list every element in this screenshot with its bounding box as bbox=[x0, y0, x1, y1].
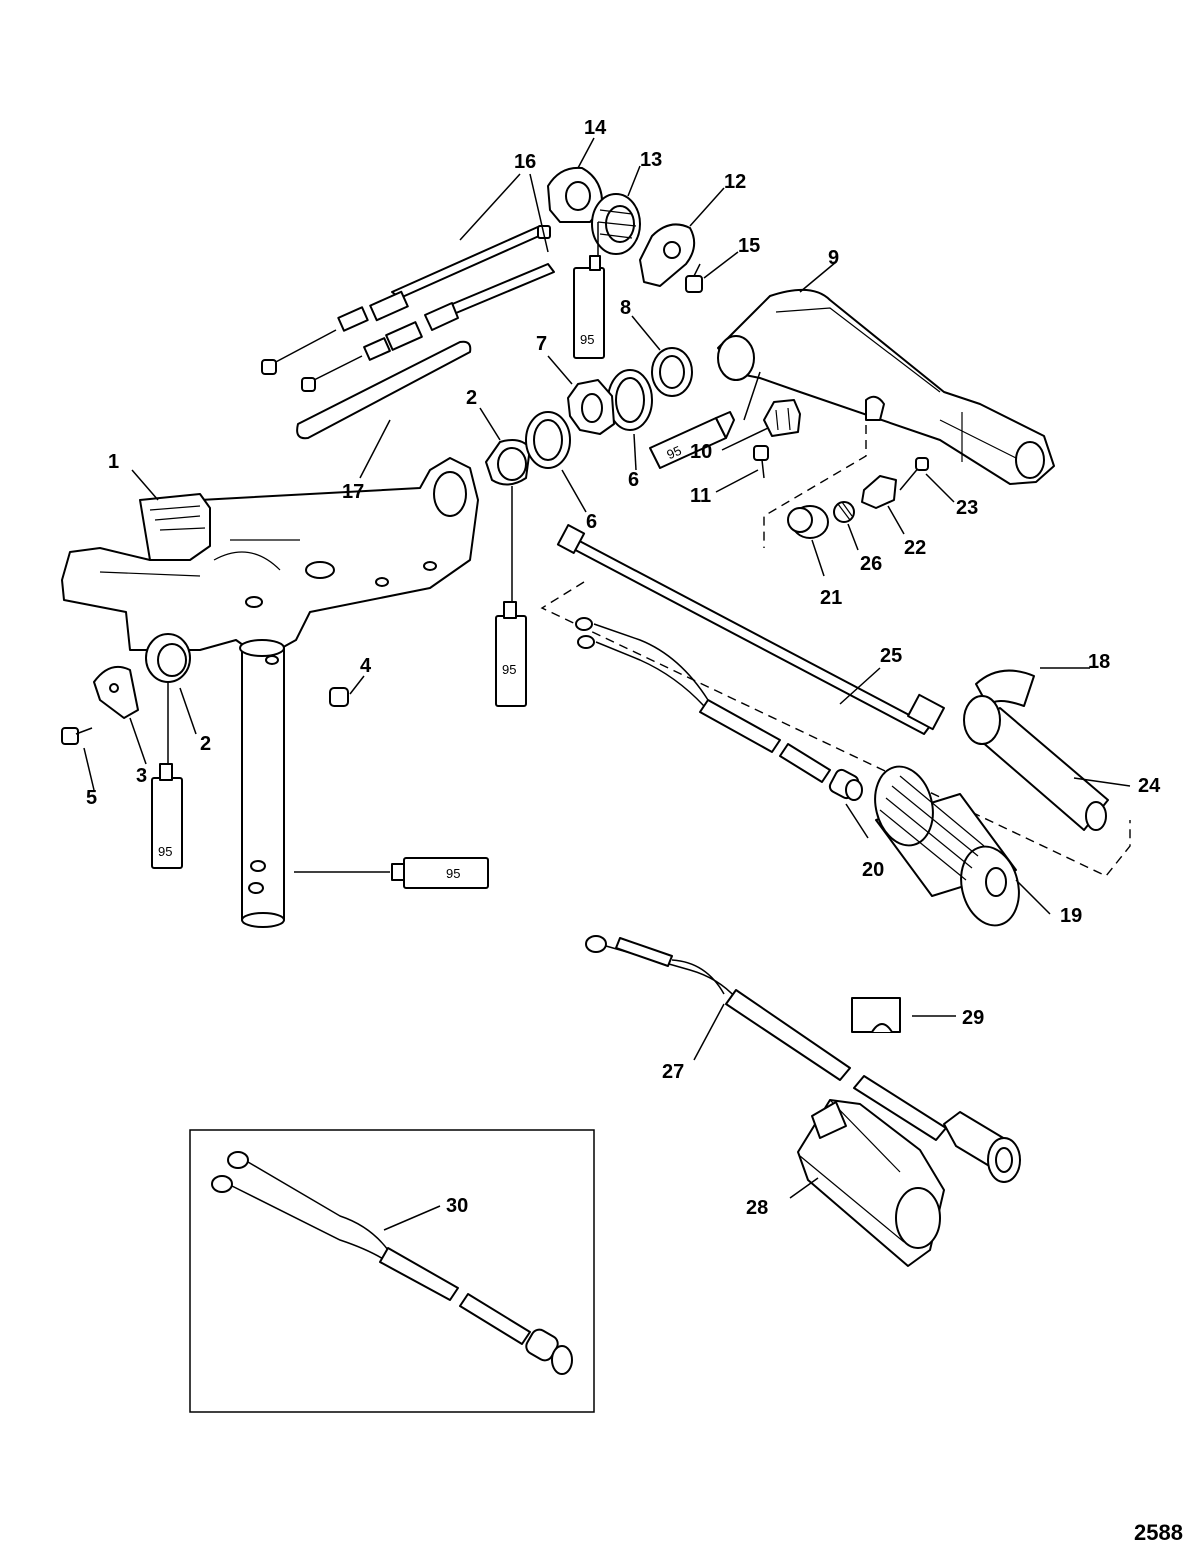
tube-label: 95 bbox=[158, 844, 172, 859]
callout-12: 12 bbox=[724, 171, 746, 193]
callout-6-upper: 6 bbox=[628, 469, 639, 491]
part-14-cam bbox=[547, 166, 604, 223]
part-6-washer-a bbox=[525, 411, 571, 469]
part-22-clamp bbox=[861, 475, 897, 509]
callout-16: 16 bbox=[514, 151, 536, 173]
part-19-grip bbox=[874, 765, 1020, 927]
callout-8: 8 bbox=[620, 297, 631, 319]
part-6-washer-b bbox=[607, 369, 653, 431]
part-27-harness bbox=[585, 935, 1021, 1183]
callout-24: 24 bbox=[1138, 775, 1161, 797]
part-16-cables bbox=[261, 225, 555, 392]
callout-27: 27 bbox=[662, 1061, 684, 1083]
part-2-bushing-upper bbox=[485, 439, 531, 486]
sealant-tube-lower-left: 95 bbox=[151, 682, 183, 869]
part-2-bushing-lower bbox=[145, 633, 191, 683]
part-10-clip bbox=[763, 399, 801, 437]
callout-23: 23 bbox=[956, 497, 978, 519]
callout-13: 13 bbox=[640, 149, 662, 171]
callout-18: 18 bbox=[1088, 651, 1110, 673]
callout-25: 25 bbox=[880, 645, 902, 667]
callout-7: 7 bbox=[536, 333, 547, 355]
callout-9: 9 bbox=[828, 247, 839, 269]
part-12-plate bbox=[639, 223, 696, 287]
callout-6-lower: 6 bbox=[586, 511, 597, 533]
part-30-harness bbox=[211, 1151, 573, 1375]
callout-19: 19 bbox=[1060, 905, 1082, 927]
part-28-housing bbox=[797, 1099, 945, 1267]
tube-label: 95 bbox=[446, 866, 460, 881]
callout-29: 29 bbox=[962, 1007, 984, 1029]
tube-label: 95 bbox=[580, 332, 594, 347]
part-26-spring bbox=[833, 501, 855, 523]
callout-14: 14 bbox=[584, 117, 607, 139]
callout-16-leaders bbox=[459, 173, 549, 253]
sealant-tube-upper-mid: 95 bbox=[495, 486, 527, 707]
assembly-outline bbox=[540, 581, 1131, 877]
callout-15: 15 bbox=[738, 235, 760, 257]
sealant-tube-14: 95 bbox=[573, 222, 605, 359]
part-25-shaft bbox=[556, 524, 945, 735]
steering-post bbox=[239, 639, 285, 928]
callout-5: 5 bbox=[86, 787, 97, 809]
part-17-hose bbox=[296, 340, 472, 440]
callout-2-upper: 2 bbox=[466, 387, 477, 409]
tube-label: 95 bbox=[664, 443, 683, 463]
part-11-screw bbox=[753, 445, 769, 479]
part-4-fitting bbox=[329, 687, 349, 707]
callout-2-lower: 2 bbox=[200, 733, 211, 755]
sealant-tube-post: 95 bbox=[294, 857, 489, 889]
part-1-bracket bbox=[61, 457, 479, 651]
callout-20: 20 bbox=[862, 859, 884, 881]
part-24-throttle-tube bbox=[963, 695, 1109, 831]
callout-28: 28 bbox=[746, 1197, 768, 1219]
inset-frame bbox=[189, 1129, 595, 1413]
callout-30: 30 bbox=[446, 1195, 468, 1217]
part-13-pulley bbox=[591, 193, 641, 255]
part-20-harness bbox=[575, 617, 863, 801]
part-8-seal bbox=[651, 347, 693, 397]
part-7-retainer bbox=[567, 379, 615, 435]
part-23-bolt bbox=[899, 457, 929, 491]
tube-label: 95 bbox=[502, 662, 516, 677]
callout-11: 11 bbox=[690, 485, 711, 507]
callout-10: 10 bbox=[690, 441, 712, 463]
part-29-plate bbox=[851, 997, 901, 1033]
assembly-guide-line bbox=[763, 410, 867, 548]
callout-4: 4 bbox=[360, 655, 372, 677]
part-3-plate bbox=[93, 666, 139, 719]
part-15-screw bbox=[685, 263, 703, 293]
sealant-tube-10: 95 bbox=[649, 411, 735, 469]
figure-number: 2588 bbox=[1134, 1520, 1183, 1545]
part-5-bolt bbox=[61, 727, 93, 745]
callout-22: 22 bbox=[904, 537, 926, 559]
callout-17: 17 bbox=[342, 481, 364, 503]
part-21-knob bbox=[787, 505, 829, 539]
callout-3: 3 bbox=[136, 765, 147, 787]
callout-21: 21 bbox=[820, 587, 842, 609]
part-9-tiller-arm bbox=[717, 288, 1055, 485]
callout-1: 1 bbox=[108, 451, 119, 473]
callout-26: 26 bbox=[860, 553, 882, 575]
callout-labels: 1 2 2 3 4 5 6 6 7 8 9 10 11 12 13 14 15 … bbox=[86, 117, 1161, 1219]
